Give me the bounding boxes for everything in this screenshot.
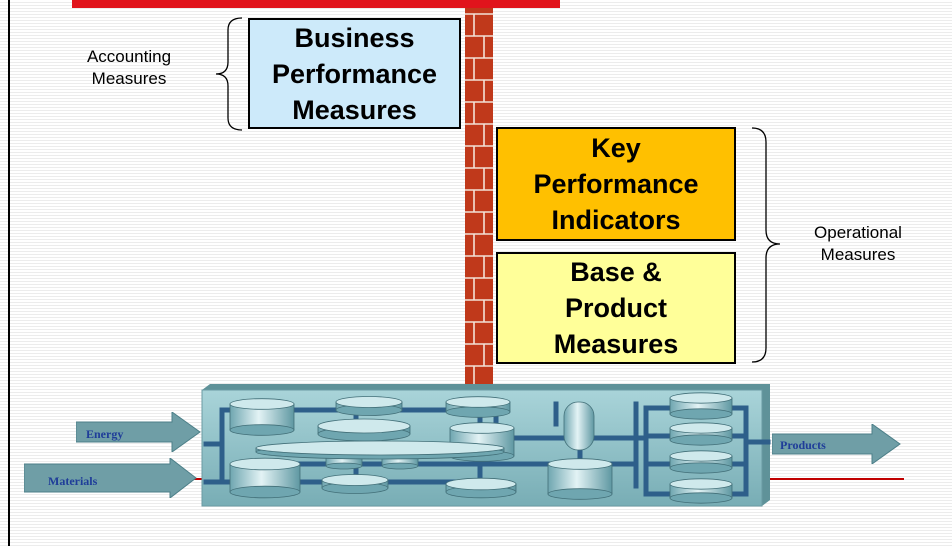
accounting-label-line-1: Accounting — [86, 47, 172, 66]
kpi-box-line-1: Key — [591, 133, 641, 163]
key-performance-indicators-box: Key Performance Indicators — [496, 127, 736, 241]
left-border-line — [8, 0, 10, 546]
title-accent-bar — [72, 0, 560, 8]
base-box-line-2: Product — [564, 293, 667, 323]
accounting-brace-icon — [215, 17, 243, 131]
business-box-line-3: Measures — [292, 94, 417, 125]
operational-label-line-1: Operational — [814, 223, 902, 242]
operational-measures-label: Operational Measures — [778, 222, 938, 266]
output-baseline — [760, 478, 904, 480]
products-label: Products — [780, 438, 826, 452]
accounting-label-line-2: Measures — [91, 69, 167, 88]
energy-label: Energy — [86, 427, 124, 441]
energy-arrow — [76, 412, 201, 452]
operational-brace-icon — [751, 127, 781, 363]
base-box-line-1: Base & — [570, 257, 662, 287]
products-arrow — [772, 424, 901, 464]
business-performance-measures-box: Business Performance Measures — [248, 18, 461, 129]
operational-label-line-2: Measures — [820, 245, 896, 264]
business-box-line-1: Business — [294, 22, 415, 53]
kpi-box-line-3: Indicators — [551, 205, 681, 235]
kpi-box-line-2: Performance — [533, 169, 699, 199]
accounting-measures-label: Accounting Measures — [50, 46, 208, 90]
materials-arrow — [24, 458, 197, 498]
business-box-line-2: Performance — [271, 58, 438, 89]
base-box-line-3: Measures — [553, 329, 679, 359]
base-product-measures-box: Base & Product Measures — [496, 252, 736, 364]
materials-label: Materials — [48, 474, 98, 488]
brick-wall — [465, 8, 493, 384]
process-plant-illustration — [201, 384, 771, 507]
